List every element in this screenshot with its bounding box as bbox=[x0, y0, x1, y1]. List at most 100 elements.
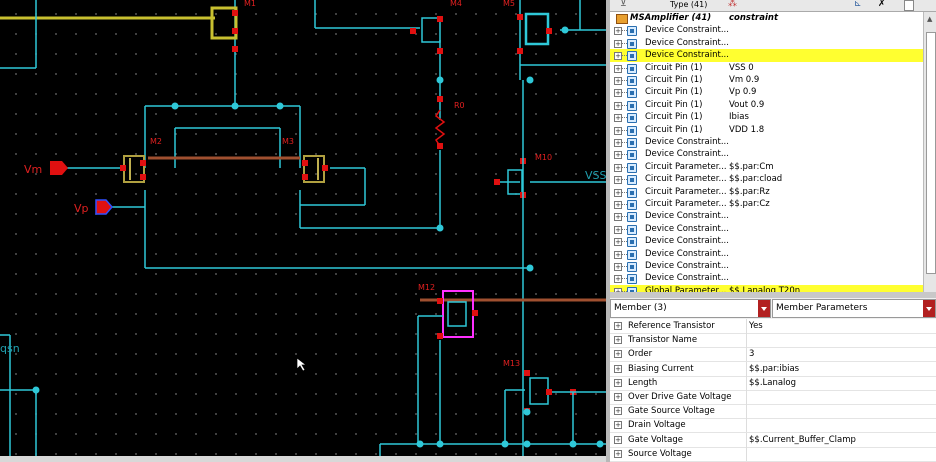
property-value[interactable]: $$.Current_Buffer_Clamp bbox=[746, 432, 856, 447]
tree-row[interactable]: +Circuit Pin (1)VDD 1.8 bbox=[610, 124, 923, 136]
property-row[interactable]: +Source Voltage bbox=[610, 446, 936, 462]
property-row[interactable]: +Gate Source Voltage bbox=[610, 404, 936, 420]
property-value[interactable] bbox=[746, 333, 749, 348]
expand-icon[interactable]: + bbox=[614, 77, 622, 85]
tree-row[interactable]: +Device Constraint... bbox=[610, 136, 923, 148]
vm-pin-icon[interactable] bbox=[50, 161, 68, 175]
schematic-svg[interactable]: M1 M4 M5 M2 M3 R0 M10 M12 M13 Vm Vp VSS … bbox=[0, 0, 606, 462]
property-row[interactable]: +Biasing Current$$.par:ibias bbox=[610, 361, 936, 377]
expand-icon[interactable]: + bbox=[614, 250, 622, 259]
tree-row[interactable]: +Device Constraint... bbox=[610, 248, 923, 260]
expand-icon[interactable]: + bbox=[614, 238, 622, 247]
transistor-m2[interactable] bbox=[120, 155, 146, 183]
expand-icon[interactable]: + bbox=[614, 449, 622, 458]
transistor-m5[interactable] bbox=[517, 12, 552, 54]
tree-row[interactable]: +Device Constraint... bbox=[610, 223, 923, 235]
property-row[interactable]: +Length$$.Lanalog bbox=[610, 375, 936, 391]
property-value[interactable]: $$.Lanalog bbox=[746, 375, 796, 390]
tree-row[interactable]: +Circuit Pin (1)Vout 0.9 bbox=[610, 99, 923, 111]
expand-icon[interactable]: + bbox=[614, 213, 622, 222]
expand-icon[interactable]: + bbox=[614, 176, 622, 185]
transistor-m10[interactable] bbox=[494, 80, 606, 458]
chevron-down-icon[interactable] bbox=[923, 300, 935, 317]
expand-icon[interactable]: + bbox=[614, 188, 622, 197]
expand-icon[interactable]: + bbox=[614, 89, 622, 98]
checkbox-icon[interactable] bbox=[904, 0, 914, 11]
panel-separator[interactable] bbox=[610, 292, 936, 298]
property-row[interactable]: +Transistor Name bbox=[610, 333, 936, 349]
constraint-tree[interactable]: MSAmplifier (41)constraint+Device Constr… bbox=[610, 12, 923, 292]
tree-row[interactable]: +Device Constraint... bbox=[610, 24, 923, 37]
expand-icon[interactable]: + bbox=[614, 421, 622, 430]
property-value[interactable]: $$.par:ibias bbox=[746, 361, 799, 376]
property-value[interactable] bbox=[746, 404, 749, 419]
tree-row[interactable]: +Device Constraint... bbox=[610, 37, 923, 49]
filter-icon[interactable]: ⁂ bbox=[728, 0, 737, 9]
expand-icon[interactable]: + bbox=[614, 378, 622, 387]
tree-row[interactable]: +Device Constraint... bbox=[610, 260, 923, 272]
tree-row[interactable]: +Global Parameter...$$.Lanalog T20n bbox=[610, 284, 923, 292]
tree-scrollbar[interactable]: ▲ bbox=[923, 12, 936, 292]
expand-icon[interactable]: + bbox=[614, 275, 622, 284]
expand-icon[interactable]: + bbox=[614, 225, 622, 234]
column-icon[interactable]: ⊾ bbox=[854, 0, 862, 9]
expand-icon[interactable]: + bbox=[614, 407, 622, 416]
resistor-r0[interactable] bbox=[434, 109, 446, 147]
property-row[interactable]: +Drain Voltage bbox=[610, 418, 936, 434]
expand-icon[interactable]: + bbox=[614, 336, 622, 345]
expand-icon[interactable]: + bbox=[614, 263, 622, 271]
expand-icon[interactable]: + bbox=[614, 201, 622, 209]
params-combo[interactable]: Member Parameters bbox=[772, 299, 936, 318]
chevron-down-icon[interactable] bbox=[758, 300, 770, 317]
tree-row[interactable]: +Circuit Parameter...$$.par:Cz bbox=[610, 198, 923, 210]
tree-root[interactable]: MSAmplifier (41)constraint bbox=[610, 12, 923, 24]
expand-icon[interactable]: + bbox=[614, 151, 622, 160]
sort-icon[interactable]: ⊻ bbox=[620, 0, 627, 9]
transistor-m12[interactable] bbox=[417, 290, 478, 444]
expand-icon[interactable]: + bbox=[614, 39, 622, 48]
property-value[interactable] bbox=[746, 446, 749, 461]
vp-pin-icon[interactable] bbox=[95, 199, 113, 215]
transistor-m1[interactable] bbox=[210, 6, 238, 52]
transistor-m13[interactable] bbox=[504, 370, 606, 444]
expand-icon[interactable]: + bbox=[614, 322, 622, 330]
expand-icon[interactable]: + bbox=[614, 27, 622, 36]
clear-filter-icon[interactable]: ✗ bbox=[878, 0, 886, 9]
tree-row[interactable]: +Circuit Pin (1)VSS 0 bbox=[610, 62, 923, 74]
property-row[interactable]: +Gate Voltage$$.Current_Buffer_Clamp bbox=[610, 432, 936, 448]
property-value[interactable]: 3 bbox=[746, 347, 754, 362]
tree-row[interactable]: +Circuit Pin (1)Ibias bbox=[610, 111, 923, 124]
expand-icon[interactable]: + bbox=[614, 52, 622, 61]
expand-icon[interactable]: + bbox=[614, 126, 622, 135]
expand-icon[interactable]: + bbox=[614, 350, 622, 359]
tree-row[interactable]: +Circuit Pin (1)Vp 0.9 bbox=[610, 86, 923, 99]
expand-icon[interactable]: + bbox=[614, 287, 622, 292]
tree-row[interactable]: +Circuit Parameter...$$.par:Rz bbox=[610, 186, 923, 198]
property-value[interactable] bbox=[746, 390, 749, 404]
property-value[interactable] bbox=[746, 418, 749, 433]
tree-row[interactable]: +Device Constraint... bbox=[610, 272, 923, 285]
expand-icon[interactable]: + bbox=[614, 435, 622, 444]
member-combo[interactable]: Member (3) bbox=[610, 299, 771, 318]
expand-icon[interactable]: + bbox=[614, 101, 622, 110]
tree-row[interactable]: +Device Constraint... bbox=[610, 235, 923, 248]
tree-row[interactable]: +Circuit Pin (1)Vm 0.9 bbox=[610, 74, 923, 86]
expand-icon[interactable]: + bbox=[614, 64, 622, 73]
property-row[interactable]: +Over Drive Gate Voltage bbox=[610, 390, 936, 405]
tree-row[interactable]: +Device Constraint... bbox=[610, 210, 923, 223]
transistor-m3[interactable] bbox=[302, 155, 328, 183]
column-type[interactable]: Type (41) bbox=[670, 0, 708, 9]
expand-icon[interactable]: + bbox=[614, 163, 622, 172]
panel-splitter[interactable] bbox=[606, 0, 610, 462]
expand-icon[interactable]: + bbox=[614, 364, 622, 373]
tree-row[interactable]: +Circuit Parameter...$$.par:Cm bbox=[610, 161, 923, 173]
tree-row[interactable]: +Device Constraint... bbox=[610, 49, 923, 62]
property-value[interactable]: Yes bbox=[746, 319, 763, 333]
tree-row[interactable]: +Device Constraint... bbox=[610, 148, 923, 161]
scroll-thumb[interactable] bbox=[926, 32, 936, 274]
schematic-canvas[interactable]: M1 M4 M5 M2 M3 R0 M10 M12 M13 Vm Vp VSS … bbox=[0, 0, 606, 462]
transistor-m4[interactable] bbox=[410, 16, 443, 54]
